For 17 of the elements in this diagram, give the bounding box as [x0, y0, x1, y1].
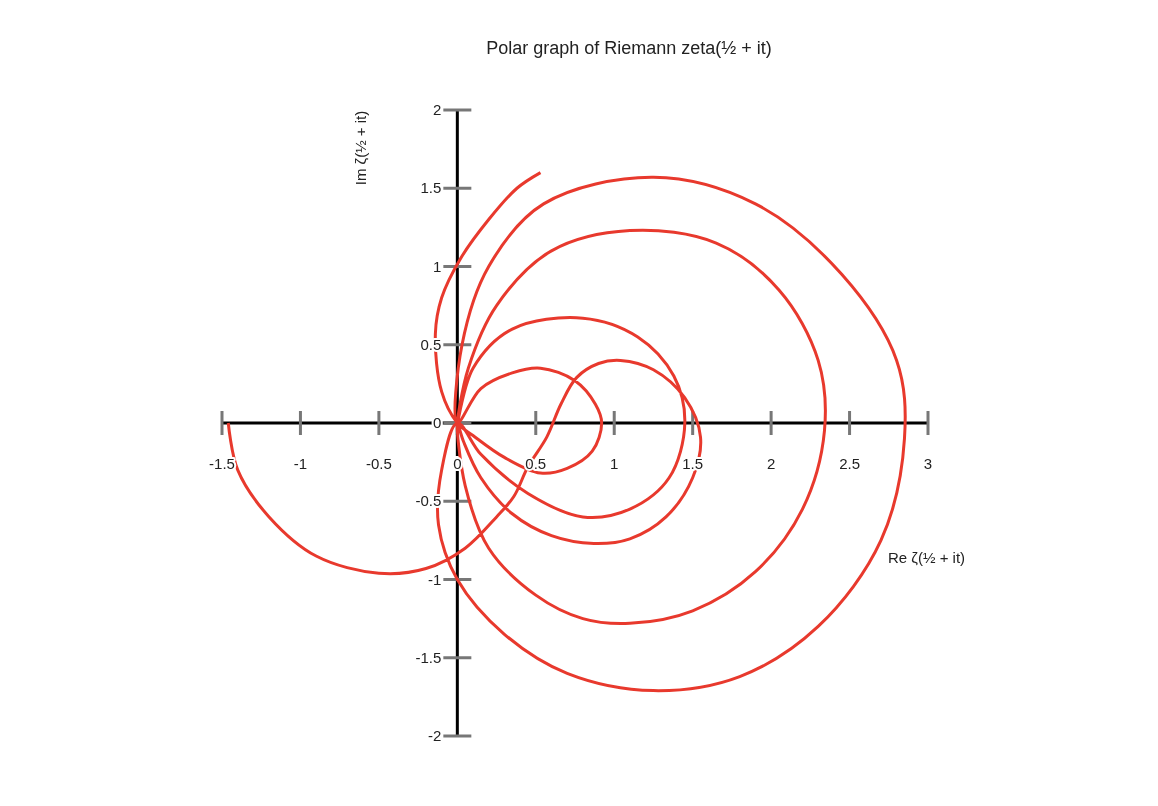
y-tick-label: 1 [433, 257, 442, 275]
x-tick-label: 2.5 [839, 455, 860, 472]
x-tick-label: -1.5 [209, 455, 235, 472]
x-tick-label: 2 [766, 455, 776, 472]
y-tick-label: 0 [433, 414, 442, 431]
y-tick-label: 1.5 [420, 179, 442, 197]
y-tick-label: -1 [428, 570, 442, 588]
x-tick-label: 3 [923, 455, 933, 472]
y-axis-title: Im ζ(½ + it) [352, 110, 369, 186]
chart-title: Polar graph of Riemann zeta(½ + it) [486, 38, 772, 58]
x-tick-label: -1 [293, 455, 308, 472]
x-tick-label: -0.5 [365, 455, 392, 472]
x-tick-label: 1 [610, 455, 619, 472]
y-tick-label: 2 [433, 101, 442, 118]
x-axis-title: Re ζ(½ + it) [888, 549, 966, 566]
y-tick-label: -2 [428, 727, 442, 744]
y-tick-label: -1.5 [415, 648, 442, 666]
